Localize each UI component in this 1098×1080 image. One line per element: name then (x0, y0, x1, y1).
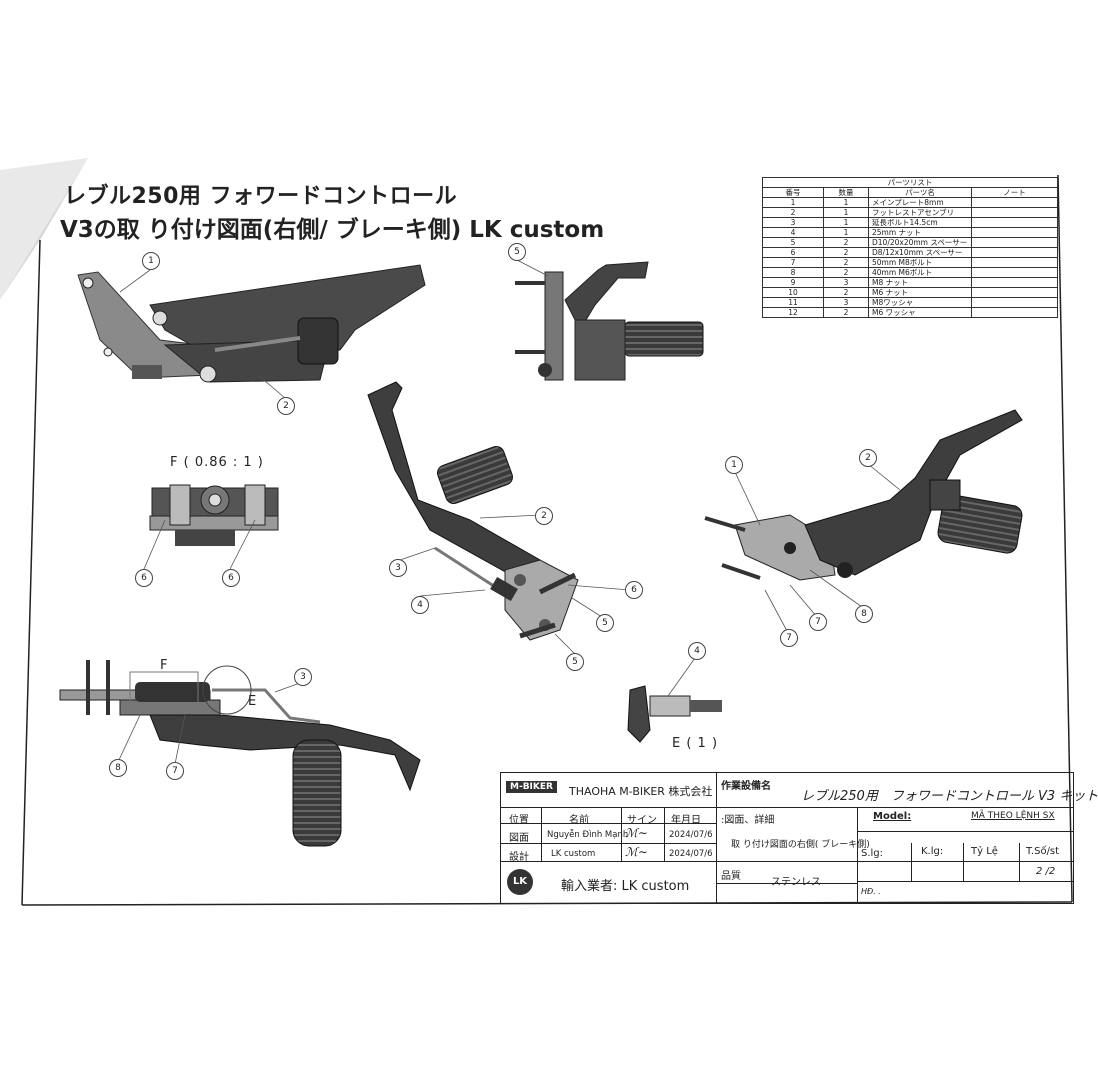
callout-6: 6 (222, 569, 240, 587)
callout-6: 6 (625, 581, 643, 599)
view-f-label: F ( 0.86 : 1 ) (170, 455, 264, 470)
view-detail-e (627, 685, 722, 743)
row2-signature: ℳ∼ (625, 845, 648, 859)
row1-signature: ℳ∼ (625, 826, 648, 840)
company-name: THAOHA M-BIKER 株式会社 (569, 785, 713, 798)
callout-2: 2 (277, 397, 295, 415)
callout-1: 1 (725, 456, 743, 474)
view-side-top-left (77, 264, 426, 383)
row1-date: 2024/07/6 (669, 830, 713, 840)
row1-name: Nguyễn Đình Mạnh (547, 830, 629, 840)
drawing-title-line1: レブル250用 フォワードコントロール (64, 184, 458, 209)
row2-position: 設計 (509, 852, 529, 863)
col-date: 年月日 (671, 815, 701, 826)
callout-4: 4 (688, 642, 706, 660)
callout-5: 5 (508, 243, 526, 261)
callout-6: 6 (135, 569, 153, 587)
callout-3: 3 (294, 668, 312, 686)
view-bottom-left-side (59, 660, 421, 847)
sheet-label: T.Số/st (1026, 846, 1060, 857)
callout-2: 2 (859, 449, 877, 467)
scale-label: Tỷ Lệ (971, 846, 998, 857)
col-name: 名前 (569, 815, 589, 826)
view-top-center (515, 261, 704, 381)
view-right-iso (704, 409, 1023, 581)
slg-label: S.lg: (861, 848, 884, 859)
klg-label: K.lg: (921, 846, 944, 857)
callout-8: 8 (855, 605, 873, 623)
model-value: MÃ THEO LỆNH SX (971, 811, 1055, 821)
title-block: M-BIKER THAOHA M-BIKER 株式会社 作業設備名 レブル250… (500, 772, 1098, 904)
callout-2: 2 (535, 507, 553, 525)
drawing-title-line2: V3の取 り付け図面(右側/ ブレーキ側) LK custom (60, 217, 605, 243)
col-position: 位置 (509, 815, 529, 826)
callout-8: 8 (109, 759, 127, 777)
callout-7: 7 (166, 762, 184, 780)
equipment-label: 作業設備名 (721, 781, 771, 792)
model-label: Model: (873, 811, 912, 822)
callout-7: 7 (780, 629, 798, 647)
page-number: 2 /2 (1036, 866, 1056, 877)
lk-logo: LK (507, 869, 533, 895)
section-f-marker: F (160, 658, 169, 673)
callout-7: 7 (809, 613, 827, 631)
m-biker-logo: M-BIKER (506, 781, 557, 793)
row2-name: LK custom (551, 849, 596, 859)
callout-3: 3 (389, 559, 407, 577)
col-sign: サイン (627, 815, 657, 826)
quality-label: 品質 (721, 871, 741, 882)
row2-date: 2024/07/6 (669, 849, 713, 859)
callout-4: 4 (411, 596, 429, 614)
section-e-marker: E (248, 694, 258, 709)
importer: 輸入業者: LK custom (561, 879, 690, 894)
callout-1: 1 (142, 252, 160, 270)
view-e-label: E ( 1 ) (672, 736, 719, 751)
callout-5: 5 (566, 653, 584, 671)
drawing-value: 取 り付け図面の右側( ブレーキ側) (731, 840, 870, 850)
view-center-iso (367, 381, 579, 641)
drawing-label: :図面、詳細 (721, 815, 775, 826)
leader-lines (117, 259, 901, 765)
callout-5: 5 (596, 614, 614, 632)
row1-position: 図面 (509, 833, 529, 844)
equipment-value: レブル250用 フォワードコントロール V3 キット (801, 789, 1098, 804)
hd-label: HĐ. . (861, 887, 881, 896)
view-detail-f (149, 484, 279, 546)
quality-value: ステンレス (771, 877, 821, 888)
